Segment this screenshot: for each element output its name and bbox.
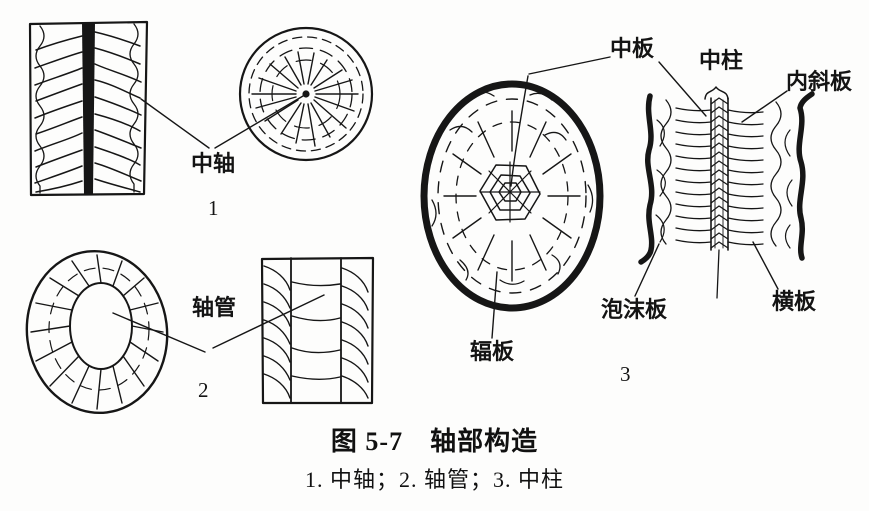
label-neixieban: 内斜板 [786,69,853,94]
panel1-number: 1 [208,196,219,220]
label-hengban: 横板 [772,289,817,314]
panel2-longitudinal-section-drawing [260,256,375,405]
panel3-cross-section-drawing [420,75,604,312]
label-zhongban: 中板 [610,36,655,61]
panel2-number: 2 [198,378,209,402]
label-fuban: 辐板 [470,339,515,364]
figure-caption: 图 5-7 轴部构造 [330,427,539,456]
panel2-leader-lines [112,294,325,353]
panel1-longitudinal-section-drawing [28,20,149,197]
panel3-longitudinal-section-drawing [638,86,815,299]
label-paomoban: 泡沫板 [601,297,668,322]
label-zhongzhou: 中轴 [191,151,236,176]
panel1-leader-lines [140,95,304,149]
label-zhouguan: 轴管 [192,295,237,320]
panel3-leader-lines [491,56,788,339]
figure-legend: 1. 中轴；2. 轴管；3. 中柱 [304,467,564,492]
panel2-ring-cross-section-drawing [25,249,169,415]
panel1-cross-section-drawing [238,26,374,162]
panel3-number: 3 [620,362,631,386]
label-zhongzhu: 中柱 [699,48,744,73]
